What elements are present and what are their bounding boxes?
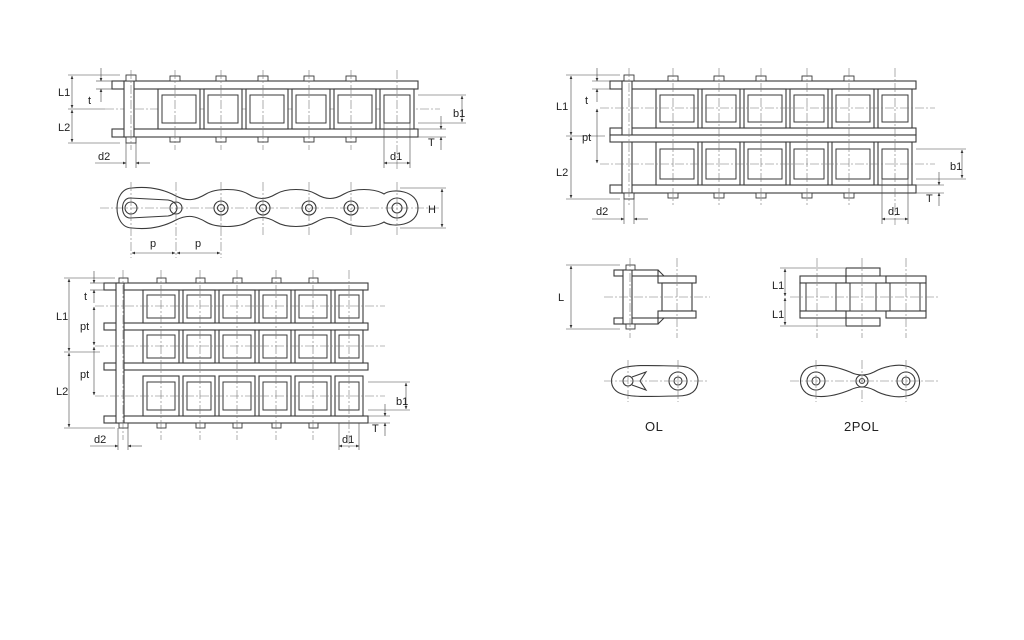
caption-2pol: 2POL bbox=[844, 419, 879, 434]
label-d2-view1: d2 bbox=[98, 151, 110, 163]
duplex-chain-top-view: L1 L2 t pt b1 T d2 d1 bbox=[556, 68, 966, 225]
label-pt1-view3: pt bbox=[80, 321, 89, 333]
label-t-view4: t bbox=[585, 95, 588, 107]
label-H: H bbox=[428, 204, 436, 216]
label-T-view4: T bbox=[926, 193, 933, 205]
label-d2-view4: d2 bbox=[596, 206, 608, 218]
label-b1-view1: b1 bbox=[453, 108, 465, 120]
label-b1-view4: b1 bbox=[950, 161, 962, 173]
label-pt2-view3: pt bbox=[80, 369, 89, 381]
label-L2-view3: L2 bbox=[56, 386, 68, 398]
label-d2-view3: d2 bbox=[94, 434, 106, 446]
label-T-view1: T bbox=[428, 137, 435, 149]
label-L1-2pol-top: L1 bbox=[772, 280, 784, 292]
label-p-1: p bbox=[150, 238, 156, 250]
label-T-view3: T bbox=[372, 423, 379, 435]
label-d1-view3: d1 bbox=[342, 434, 354, 446]
label-t-view1: t bbox=[88, 95, 91, 107]
label-L1-view3: L1 bbox=[56, 311, 68, 323]
label-L1-view4: L1 bbox=[556, 101, 568, 113]
label-L-ol: L bbox=[558, 292, 564, 304]
simplex-chain-top-view: L1 L2 t b1 T d2 d1 bbox=[58, 68, 466, 170]
label-L2-view1: L2 bbox=[58, 122, 70, 134]
2pol-link-views: L1 L1 2POL bbox=[772, 258, 940, 434]
label-pt-view4: pt bbox=[582, 132, 591, 144]
label-b1-view3: b1 bbox=[396, 396, 408, 408]
triplex-chain-top-view: L1 L2 t pt pt b1 T d2 d1 bbox=[56, 270, 410, 450]
caption-ol: OL bbox=[645, 419, 663, 434]
label-L1-2pol-bottom: L1 bbox=[772, 309, 784, 321]
label-L2-view4: L2 bbox=[556, 167, 568, 179]
label-d1-view1: d1 bbox=[390, 151, 402, 163]
label-p-2: p bbox=[195, 238, 201, 250]
label-t-view3: t bbox=[84, 291, 87, 303]
label-d1-view4: d1 bbox=[888, 206, 900, 218]
ol-link-views: L OL bbox=[558, 258, 710, 434]
chain-side-view: H p p bbox=[100, 182, 446, 258]
label-L1-view1: L1 bbox=[58, 87, 70, 99]
